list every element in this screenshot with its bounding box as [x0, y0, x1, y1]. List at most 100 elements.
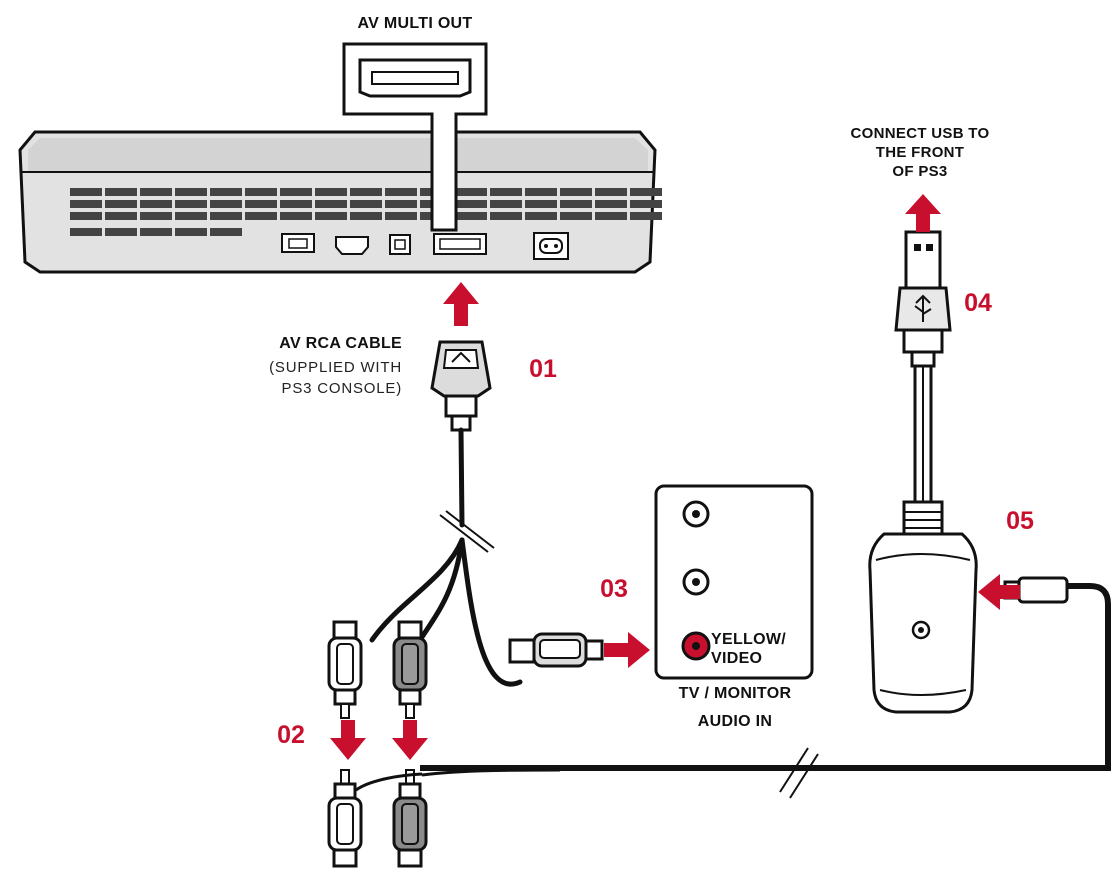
vent-slot — [385, 212, 417, 220]
vent-slot — [70, 188, 102, 196]
vent-slot — [280, 212, 312, 220]
vent-slot — [175, 228, 207, 236]
av-rca-note: (SUPPLIED WITH PS3 CONSOLE) — [230, 357, 402, 399]
usb-connector — [894, 230, 952, 368]
step-05: 05 — [1006, 507, 1034, 535]
yellow-video-line-1: YELLOW/ — [711, 631, 786, 648]
arrow-down-02-right — [392, 720, 428, 760]
vent-slot — [175, 200, 207, 208]
vent-slot — [595, 212, 627, 220]
audio-plug-red-lower — [392, 769, 428, 868]
yellow-video-label: YELLOW/ VIDEO — [711, 630, 811, 668]
arrow-down-02-left — [330, 720, 366, 760]
connect-usb-line-3: OF PS3 — [892, 163, 948, 180]
vent-slot — [525, 200, 557, 208]
lower-plug-cables — [355, 768, 561, 792]
step-03: 03 — [600, 575, 628, 603]
vent-slot — [490, 200, 522, 208]
console-top-band — [28, 138, 648, 172]
audio-plug-white-upper — [327, 620, 363, 719]
ps3-console — [18, 130, 662, 274]
arrow-right-03 — [604, 632, 650, 668]
vent-slot — [630, 200, 662, 208]
vent-slot — [140, 200, 172, 208]
vent-slot — [105, 200, 137, 208]
vent-slot — [595, 200, 627, 208]
av-multi-out-callout — [342, 42, 488, 232]
vent-slot — [175, 188, 207, 196]
vent-slot — [315, 188, 347, 196]
vent-slot — [140, 228, 172, 236]
vent-slot — [630, 188, 662, 196]
vent-slot — [105, 228, 137, 236]
vent-slot — [455, 200, 487, 208]
av-connector — [430, 340, 492, 432]
vent-slot — [630, 212, 662, 220]
console-vents — [70, 188, 662, 236]
arrow-up-01 — [443, 282, 479, 326]
vent-slot — [175, 212, 207, 220]
vent-slot — [350, 200, 382, 208]
tv-monitor-label: TV / MONITOR — [678, 685, 792, 702]
vent-slot — [245, 200, 277, 208]
audio-in-label: AUDIO IN — [697, 713, 773, 730]
av-cable — [369, 427, 523, 687]
video-plug — [508, 632, 604, 668]
vent-slot — [210, 212, 242, 220]
vent-slot — [560, 200, 592, 208]
usb-cable — [913, 366, 933, 520]
vent-slot — [210, 228, 242, 236]
av-rca-note-line-1: (SUPPLIED WITH — [269, 359, 402, 376]
vent-slot — [70, 212, 102, 220]
tv-monitor-panel — [654, 484, 814, 680]
long-cable-break-mark — [779, 747, 809, 793]
step-01: 01 — [529, 355, 557, 383]
vent-slot — [385, 188, 417, 196]
vent-slot — [105, 188, 137, 196]
vent-slot — [315, 200, 347, 208]
vent-slot — [315, 212, 347, 220]
vent-slot — [245, 212, 277, 220]
vent-slot — [490, 188, 522, 196]
step-04: 04 — [964, 289, 992, 317]
vent-slot — [350, 188, 382, 196]
vent-slot — [455, 212, 487, 220]
vent-slot — [595, 188, 627, 196]
connect-usb-label: CONNECT USB TO THE FRONT OF PS3 — [820, 124, 1020, 181]
vent-slot — [105, 212, 137, 220]
vent-slot — [210, 188, 242, 196]
vent-slot — [280, 200, 312, 208]
connect-usb-line-1: CONNECT USB TO — [850, 125, 990, 142]
vent-slot — [280, 188, 312, 196]
vent-slot — [140, 188, 172, 196]
red-arrows — [330, 194, 1020, 760]
yellow-video-line-2: VIDEO — [711, 650, 763, 667]
lan-port — [281, 233, 315, 253]
optical-port — [389, 234, 411, 255]
cable-break-mark — [439, 514, 489, 553]
arrow-left-05 — [978, 574, 1020, 610]
audio-plug-red-upper — [392, 620, 428, 719]
vent-slot — [455, 188, 487, 196]
vent-slot — [210, 200, 242, 208]
vent-slot — [525, 188, 557, 196]
vent-slot — [70, 200, 102, 208]
vent-slot — [560, 212, 592, 220]
headset-adapter — [868, 500, 978, 714]
vent-slot — [245, 188, 277, 196]
connect-usb-line-2: THE FRONT — [875, 144, 965, 161]
vent-slot — [140, 212, 172, 220]
vent-slot — [560, 188, 592, 196]
audio-plug-white-lower — [327, 769, 363, 868]
vent-slot — [70, 228, 102, 236]
av-rca-cable-label: AV RCA CABLE — [279, 335, 402, 352]
hdmi-port — [335, 236, 369, 255]
vent-slot — [385, 200, 417, 208]
av-multi-out-port — [433, 233, 487, 255]
av-rca-note-line-2: PS3 CONSOLE) — [281, 380, 402, 397]
step-02: 02 — [277, 721, 305, 749]
av-multi-out-label: AV MULTI OUT — [357, 15, 473, 32]
vent-slot — [490, 212, 522, 220]
